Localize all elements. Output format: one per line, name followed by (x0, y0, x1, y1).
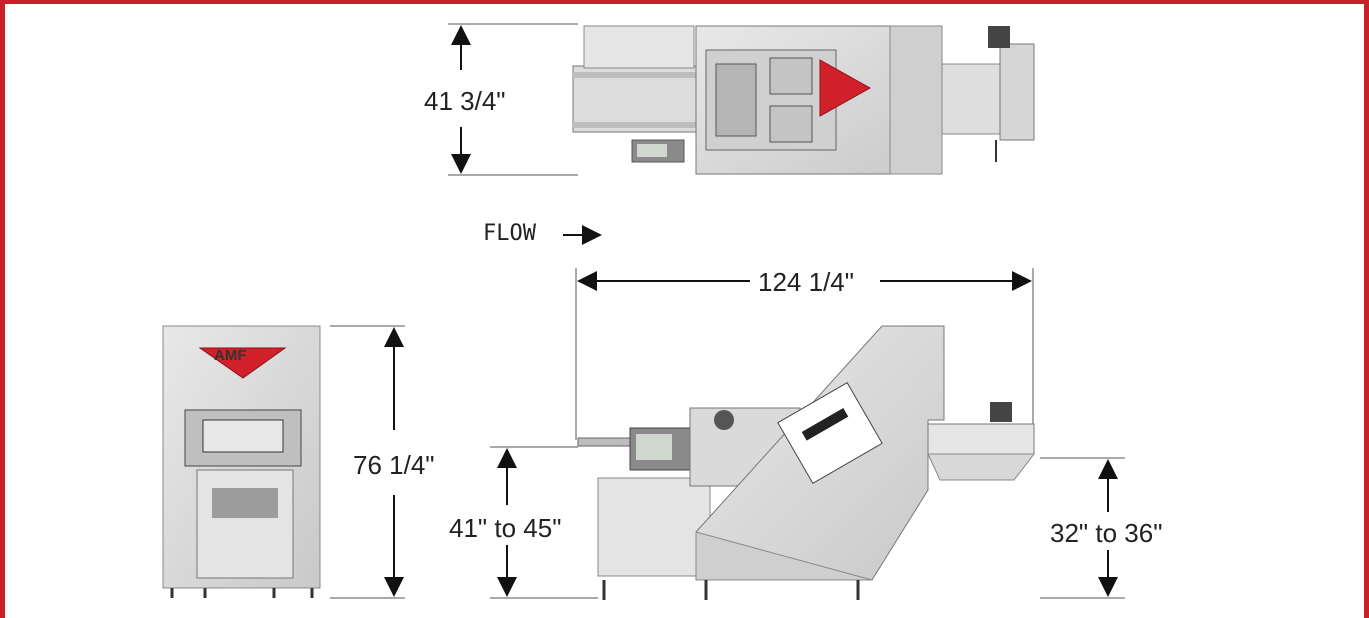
flow-label: FLOW (483, 221, 536, 246)
top-view (448, 23, 1035, 176)
discharge-height-label: 32" to 36" (1050, 518, 1163, 548)
top-width-label: 41 3/4" (424, 86, 506, 116)
overall-length-label: 124 1/4" (758, 267, 854, 297)
front-height-label: 76 1/4" (353, 450, 435, 480)
front-view: AMF (162, 325, 405, 599)
side-view (490, 268, 1125, 600)
infeed-height-label: 41" to 45" (449, 513, 562, 543)
front-logo: AMF (214, 347, 247, 364)
